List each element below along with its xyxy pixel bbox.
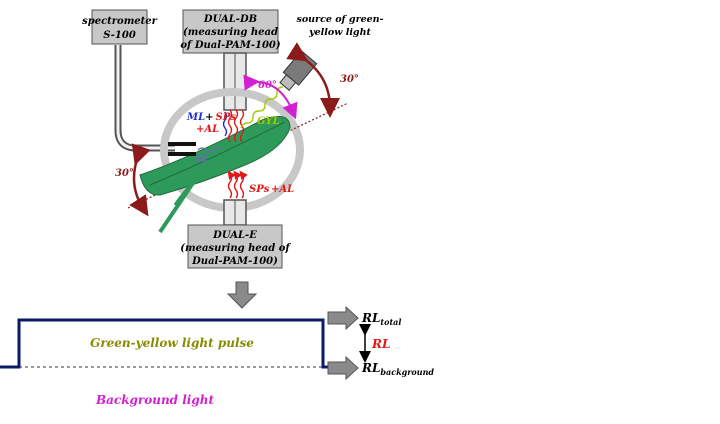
plus-al-top-label: +AL xyxy=(196,124,219,135)
rl-mid-label: RL xyxy=(371,337,390,351)
dual-e-box xyxy=(187,224,283,269)
sps-bottom-label: SPs xyxy=(249,184,270,195)
dual-e-label-1: DUAL-E xyxy=(212,230,257,241)
angle-30-left-label: 30° xyxy=(115,168,134,179)
output-arrow-top xyxy=(327,305,359,331)
angle-60-label: 60° xyxy=(258,80,277,91)
bottom-wave-3 xyxy=(239,170,248,199)
bottom-wave-1 xyxy=(227,170,236,199)
angle-30-left-arc xyxy=(129,143,151,217)
sps-top-label: SPs xyxy=(216,112,237,123)
sps-wave-2 xyxy=(233,109,239,143)
angle-30-right-arc xyxy=(286,42,340,118)
output-arrow-bottom xyxy=(327,355,359,381)
rl-wave xyxy=(197,147,223,153)
background-label: Background light xyxy=(95,393,215,407)
down-arrow xyxy=(226,281,258,309)
pulse-trace xyxy=(0,318,340,369)
rl-total-label: RLtotal xyxy=(361,311,401,327)
source-label-1: source of green- xyxy=(296,14,383,25)
gyl-label: GYL xyxy=(257,116,280,127)
plus-label: + xyxy=(205,112,213,123)
spectrometer-label-2: S-100 xyxy=(103,30,136,41)
angle-30-right-label: 30° xyxy=(340,74,359,85)
fiber-clamp-bottom xyxy=(168,152,196,156)
dual-e-label-2: (measuring head of xyxy=(180,243,291,254)
dual-e-label-3: Dual-PAM-100) xyxy=(191,256,278,267)
source-label-2: yellow light xyxy=(308,27,371,38)
spectrometer-label-1: spectrometer xyxy=(82,16,158,27)
beam-label-top-line1: ML+SPs xyxy=(186,112,236,123)
dual-db-label-2: (measuring head xyxy=(183,27,278,38)
rl-background-label: RLbackground xyxy=(361,361,434,377)
dual-db-label-1: DUAL-DB xyxy=(203,14,257,25)
ml-wave xyxy=(222,111,228,137)
dual-db-box xyxy=(182,9,279,54)
dual-db-label-3: of Dual-PAM-100) xyxy=(180,40,280,51)
sps-wave-1 xyxy=(227,109,233,143)
spectrometer-box xyxy=(91,9,148,45)
bottom-wave-2 xyxy=(233,170,242,199)
rl-label: RL xyxy=(194,154,210,165)
fiber-clamp-top xyxy=(168,142,196,146)
pulse-label: Green-yellow light pulse xyxy=(90,336,254,350)
plus-al-bottom-label: +AL xyxy=(271,184,294,195)
ml-label: ML xyxy=(186,112,205,123)
